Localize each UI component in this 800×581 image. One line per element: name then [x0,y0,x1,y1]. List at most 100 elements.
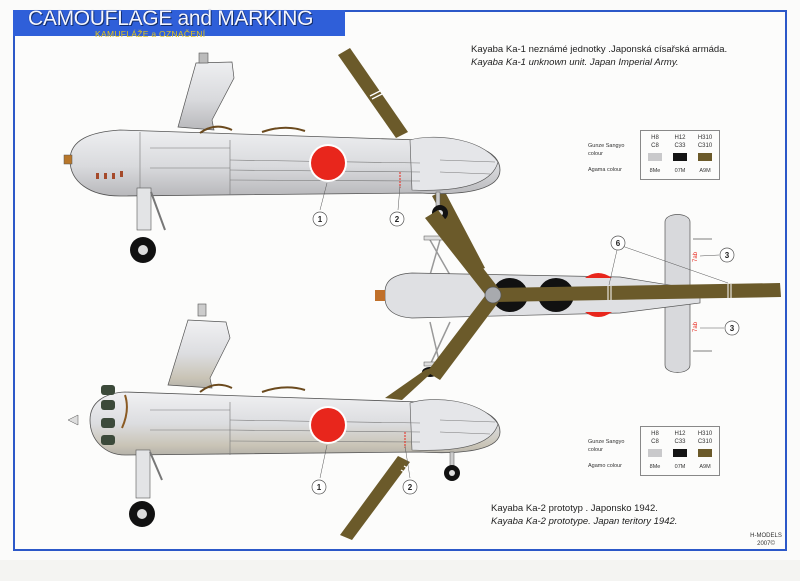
fuselage [69,129,501,197]
cockpit-front [199,125,233,134]
maker-name: H-MODELS [750,533,782,539]
code-top: H8 [651,135,659,141]
swatch-grey [648,153,662,161]
code-bottom: C310 [697,143,713,149]
gunze-label-line2: colour [588,151,603,157]
tail-fairing-ka2 [409,399,499,451]
exhaust-collector [121,394,128,429]
hinomaru-red-disc-ka2 [311,408,345,442]
cockpit-front-ka2 [199,383,233,393]
code-bottom: C33 [674,439,686,445]
callout-2-ka2-label: 2 [408,483,413,492]
caption-ka1: Kayaba Ka-1 neznámé jednotky .Japonská c… [471,43,727,69]
code-bottom: C8 [651,439,659,445]
gunze-label: Gunze Sangyo colour [588,142,642,158]
callout-6-label: 6 [616,239,621,248]
code-bottom: C33 [674,143,686,149]
agama-label-2: Agamo colour [588,463,622,469]
gunze-label-line1: Gunze Sangyo [588,143,625,149]
code-top: H12 [674,431,686,437]
rotor-pylon [177,61,235,131]
tail-wheel-ka2 [444,451,460,481]
gunze-label-line2: colour [588,447,603,453]
swatch-black [673,449,687,457]
maker-year: 2007© [757,541,775,547]
spinner [67,414,79,426]
rotor-pylon-ka2 [167,319,231,389]
callout-1: 1 [312,211,328,227]
caption-ka1-en: Kayaba Ka-1 unknown unit. Japan Imperial… [471,57,679,68]
tail-marking-upper: 7ab [693,251,699,262]
top-view: 7ab 7ab 6 [375,210,781,380]
agama-code-2: 07M [674,464,686,470]
callout-1-label: 1 [318,215,323,224]
propeller-hub [63,154,73,165]
page-subtitle: KAMUFLÁŽE a OZNAČENÍ [95,29,206,39]
swatch-brown [698,153,712,161]
page-title: CAMOUFLAGE and MARKING [28,7,314,30]
callout-2-ka2: 2 [402,479,418,495]
tail-marking-lower: 7ab [693,321,699,332]
agama-code-1: 8Me [649,168,661,174]
code-top: H12 [674,135,686,141]
agama-code-3: A9M [699,464,711,470]
callout-3-upper: 3 [719,247,735,263]
callout-1-ka2: 1 [311,479,327,495]
gunze-label-2: Gunze Sangyo colour [588,438,642,454]
top-rotor-blades [425,210,781,380]
profile-ka2: 1 2 [67,303,501,540]
main-landing-gear-ka2 [129,449,163,527]
rotor-hub [198,52,209,64]
gunze-label-line1: Gunze Sangyo [588,439,625,445]
swatch-grey [648,449,662,457]
tail-fairing [409,136,499,191]
rotor-blade-upper [338,48,408,138]
exhaust-stubs [96,171,123,179]
callout-3-lower: 3 [724,320,740,336]
callout-1-ka2-label: 1 [317,483,322,492]
aircraft-drawings: 1 2 7ab 7ab [63,48,781,540]
swatch-brown [698,449,712,457]
callout-2: 2 [389,211,405,227]
main-landing-gear [130,187,166,263]
callout-3-lower-label: 3 [730,324,735,333]
wing-roundel-lower [585,312,612,317]
agama-code-1: 8Me [649,464,661,470]
callout-3-upper-label: 3 [725,251,730,260]
top-propeller-hub [375,290,385,301]
rotor-blade-ka2 [340,365,440,540]
swatch-black [673,153,687,161]
caption-ka1-cz: Kayaba Ka-1 neznámé jednotky .Japonská c… [471,44,728,55]
rotor-hub-ka2 [197,303,207,317]
cockpit-rear [261,126,306,133]
agama-code-2: 07M [674,168,686,174]
profile-ka1: 1 2 [63,48,501,272]
caption-ka2-cz: Kayaba Ka-2 prototyp . Japonsko 1942. [491,503,658,514]
hinomaru-red-disc [311,146,345,180]
title-banner [13,10,345,36]
caption-ka2: Kayaba Ka-2 prototyp . Japonsko 1942. Ka… [491,502,677,528]
wing-roundel-upper [585,273,612,278]
callout-6: 6 [610,235,626,251]
agama-label: Agama colour [588,167,622,173]
code-bottom: C310 [697,439,713,445]
code-top: H310 [697,135,713,141]
agama-code-3: A9M [699,168,711,174]
code-top: H310 [697,431,713,437]
code-bottom: C8 [651,143,659,149]
maker-credit: H-MODELS 2007© [746,532,786,548]
callout-2-label: 2 [395,215,400,224]
cockpit-rear-ka2 [261,386,306,393]
fuselage-ka2 [89,391,501,456]
radial-engine-cylinders [101,385,115,445]
